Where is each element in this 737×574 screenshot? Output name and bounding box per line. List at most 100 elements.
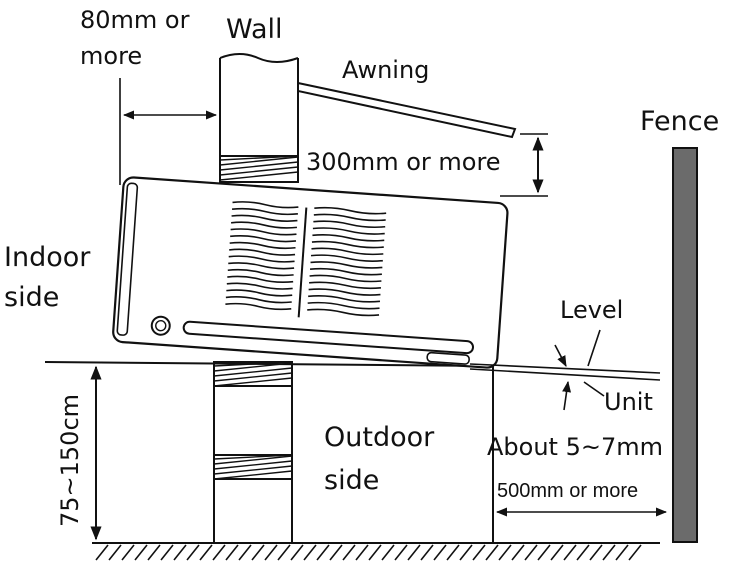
hatch-line: [420, 544, 434, 561]
grille-slat: [309, 281, 382, 290]
hatch-line: [628, 544, 642, 561]
unit-grille: [225, 201, 387, 317]
hatch-line: [219, 166, 299, 176]
hatch-line: [433, 544, 447, 561]
grille-slat: [227, 275, 294, 283]
grille-slat: [311, 240, 384, 249]
hatch-line: [290, 544, 304, 561]
hatch-line: [213, 454, 293, 460]
hatch-line: [537, 544, 551, 561]
hatch-line: [498, 544, 512, 561]
hatch-line: [589, 544, 603, 561]
hatch-line: [524, 544, 538, 561]
grille-slat: [308, 295, 381, 303]
hatch-line: [199, 544, 213, 561]
indoor-side-label-1: Indoor: [4, 242, 91, 273]
hatch-line: [407, 544, 421, 561]
hatch-line: [277, 544, 291, 561]
level-label: Level: [560, 296, 623, 324]
grille-slat: [225, 296, 292, 304]
hatch-line: [212, 544, 226, 561]
grille-slat: [227, 268, 294, 277]
grille-slat: [312, 233, 385, 242]
hatch-line: [381, 544, 395, 561]
hatch-line: [368, 544, 382, 561]
hatch-line: [485, 544, 499, 561]
hatch-line: [303, 544, 317, 561]
grille-slat: [231, 207, 298, 216]
grille-slat: [229, 248, 296, 256]
grille-slat: [311, 247, 384, 256]
hatch-line: [219, 171, 299, 181]
hatch-line: [186, 544, 200, 561]
awning-clearance-dimension: [500, 133, 548, 197]
fence: [672, 147, 698, 543]
hatch-line: [147, 544, 161, 561]
hatch-line: [550, 544, 564, 561]
hatch-line: [264, 544, 278, 561]
hatch-line: [213, 377, 293, 387]
grille-slat: [232, 201, 299, 209]
grille-slat: [310, 261, 383, 269]
grille-slat: [230, 235, 297, 243]
hatch-line: [615, 544, 629, 561]
wall-clearance-label-1: 80mm or: [80, 6, 190, 34]
fence-label: Fence: [640, 106, 719, 137]
outdoor-side-label-2: side: [324, 465, 379, 496]
hatch-line: [576, 544, 590, 561]
wall-label: Wall: [226, 14, 283, 45]
hatch-line: [511, 544, 525, 561]
hatch-line: [160, 544, 174, 561]
level-reference: [469, 329, 661, 411]
hatch-line: [108, 544, 122, 561]
hatch-line: [446, 544, 460, 561]
indoor-side-label-2: side: [4, 282, 59, 313]
hatch-line: [219, 161, 299, 171]
hatch-line: [316, 544, 330, 561]
mount-level-line: [44, 361, 494, 367]
hatch-line: [213, 460, 293, 470]
wall-clearance-label-2: more: [80, 42, 142, 70]
hatch-line: [394, 544, 408, 561]
hatch-line: [95, 544, 109, 561]
wall-lower: [213, 361, 494, 543]
grille-slat: [307, 301, 380, 310]
grille-slat: [226, 282, 293, 290]
unit-label: Unit: [604, 388, 653, 416]
hatch-line: [459, 544, 473, 561]
grille-slat: [313, 213, 386, 222]
outdoor-side-label-1: Outdoor: [324, 422, 435, 453]
hatch-line: [219, 156, 299, 166]
mount-height-label: 75~150cm: [56, 394, 84, 527]
tilt-label: About 5~7mm: [487, 433, 663, 461]
grille-slat: [230, 228, 297, 236]
hatch-line: [563, 544, 577, 561]
hatch-line: [251, 544, 265, 561]
awning-label: Awning: [342, 56, 429, 84]
wall-clearance-dimension: [119, 78, 218, 185]
grille-slat: [307, 308, 380, 317]
hatch-line: [213, 372, 293, 382]
grille-slat: [312, 227, 385, 235]
grille-slat: [228, 262, 295, 270]
grille-slat: [309, 267, 382, 276]
hatch-line: [213, 367, 293, 377]
grille-slat: [228, 255, 295, 263]
awning: [297, 81, 517, 139]
hatch-line: [225, 544, 239, 561]
wall-upper: [219, 53, 299, 183]
hatch-line: [472, 544, 486, 561]
fence-clearance-label: 500mm or more: [497, 480, 638, 502]
grille-slat: [310, 254, 383, 262]
hatch-line: [238, 544, 252, 561]
ground: [92, 542, 660, 561]
hatch-line: [134, 544, 148, 561]
hatch-line: [342, 544, 356, 561]
awning-clearance-label: 300mm or more: [306, 148, 501, 176]
hatch-line: [173, 544, 187, 561]
air-conditioner-unit: [112, 176, 509, 369]
grille-slat: [231, 221, 298, 229]
hatch-line: [213, 455, 293, 465]
